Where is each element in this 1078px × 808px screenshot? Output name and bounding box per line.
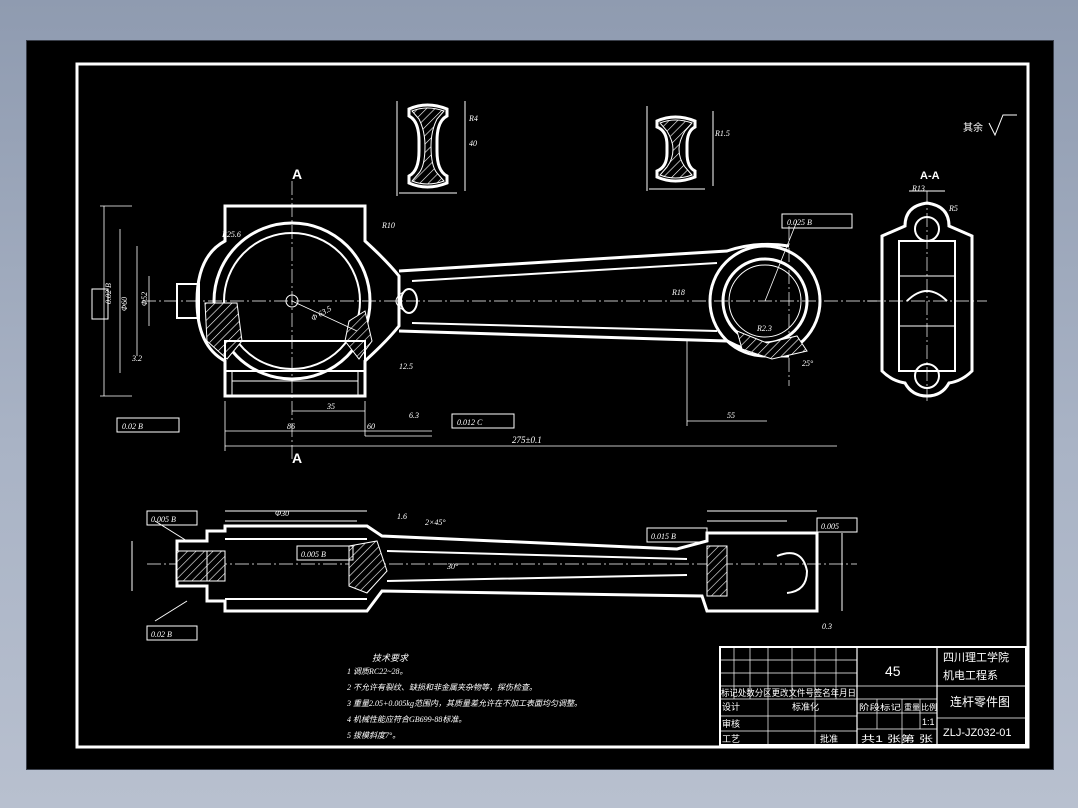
svg-text:0.012 C: 0.012 C — [457, 418, 483, 427]
tech-req-item: 2 不允许有裂纹、缺损和非金属夹杂物等，探伤检查。 — [347, 683, 537, 692]
svg-text:Φ60: Φ60 — [120, 297, 129, 311]
svg-text:设计: 设计 — [722, 701, 740, 712]
scale-value: 1:1 — [922, 717, 935, 727]
svg-text:Φ52: Φ52 — [140, 292, 149, 306]
tech-req-item: 5 拔模斜度7°。 — [347, 731, 400, 740]
svg-text:2×45°: 2×45° — [425, 518, 446, 527]
bottom-view — [131, 510, 857, 622]
svg-text:标准化: 标准化 — [792, 701, 819, 712]
roughness-symbol — [988, 114, 1017, 137]
svg-text:R10: R10 — [381, 221, 395, 230]
dimension-labels: 275±0.1 R25.6 R18 Φ60 Φ 63.5 Φ52 R10 R13… — [120, 114, 958, 631]
tech-req-item: 4 机械性能应符合GB699-88标准。 — [347, 715, 466, 724]
tolerance-frame: 0.012 C — [451, 413, 515, 429]
svg-text:共1 张第 张: 共1 张第 张 — [861, 733, 933, 744]
svg-text:30°: 30° — [446, 562, 459, 571]
svg-text:40: 40 — [469, 139, 477, 148]
tolerance-frame: 0.005 B — [146, 510, 198, 526]
svg-text:Φ 63.5: Φ 63.5 — [310, 304, 334, 323]
svg-text:0.02 B: 0.02 B — [122, 422, 143, 431]
roughness-note: 其余 — [963, 121, 983, 134]
svg-text:批准: 批准 — [820, 733, 838, 744]
outer-frame — [75, 62, 1030, 749]
tolerance-frame: 0.02 B — [116, 417, 180, 433]
svg-text:86: 86 — [287, 422, 295, 431]
svg-text:1.6: 1.6 — [397, 512, 407, 521]
svg-text:35: 35 — [326, 402, 335, 411]
svg-text:0.005 B: 0.005 B — [151, 515, 176, 524]
institution-line2: 机电工程系 — [943, 668, 998, 682]
svg-text:重量: 重量 — [904, 702, 920, 712]
cad-viewport[interactable]: A A A-A 其余 — [26, 40, 1054, 770]
svg-text:3.2: 3.2 — [131, 354, 142, 363]
institution-line1: 四川理工学院 — [943, 650, 1009, 664]
svg-text:0.3: 0.3 — [822, 622, 832, 631]
i-beam-section-left — [396, 101, 466, 196]
svg-text:比例: 比例 — [921, 702, 937, 712]
drawing-number: ZLJ-JZ032-01 — [943, 727, 1011, 739]
tolerance-frame: 0.015 B — [646, 527, 708, 543]
svg-text:0.005 B: 0.005 B — [301, 550, 326, 559]
side-section-view — [867, 190, 987, 401]
i-beam-section-right — [646, 106, 714, 191]
connecting-rod-drawing: A A A-A 其余 — [75, 62, 1030, 749]
revision-header: 标记处数分区更改文件号签名年月日 — [721, 687, 856, 698]
svg-text:R5: R5 — [948, 204, 958, 213]
tolerance-frame: 0.005 — [816, 517, 858, 533]
svg-text:R18: R18 — [671, 288, 685, 297]
svg-text:阶段标记: 阶段标记 — [859, 702, 901, 712]
tolerance-frames: 0.02 B 0.025 B 0.02 B 0.012 C 0.005 B 0.… — [91, 213, 858, 641]
front-view — [142, 181, 877, 461]
tolerance-frame: 0.02 B — [91, 283, 113, 320]
technical-requirements: 技术要求 1 调质RC22~28。 2 不允许有裂纹、缺损和非金属夹杂物等，探伤… — [346, 653, 582, 740]
svg-text:R25.6: R25.6 — [221, 230, 241, 239]
svg-text:R4: R4 — [468, 114, 478, 123]
tolerance-frame: 0.02 B — [146, 625, 198, 641]
svg-text:审核: 审核 — [722, 718, 740, 729]
svg-text:0.015 B: 0.015 B — [651, 532, 676, 541]
drawing-title: 连杆零件图 — [950, 694, 1010, 709]
svg-text:25°: 25° — [802, 359, 814, 368]
svg-text:6.3: 6.3 — [409, 411, 419, 420]
svg-text:55: 55 — [727, 411, 735, 420]
svg-text:R2.3: R2.3 — [756, 324, 772, 333]
svg-text:Φ30: Φ30 — [275, 509, 289, 518]
section-label-aa: A-A — [920, 170, 940, 182]
section-mark-bottom: A — [292, 450, 302, 466]
svg-text:R13: R13 — [911, 184, 925, 193]
svg-text:0.005: 0.005 — [821, 522, 839, 531]
tolerance-frame: 0.005 B — [296, 545, 354, 561]
svg-text:工艺: 工艺 — [722, 734, 740, 744]
svg-text:0.02 B: 0.02 B — [151, 630, 172, 639]
svg-text:0.02 B: 0.02 B — [104, 283, 113, 304]
title-block — [719, 646, 1027, 746]
tech-req-item: 1 调质RC22~28。 — [347, 667, 408, 676]
main-length-dimension: 275±0.1 — [512, 435, 542, 445]
title-block-text: 45 四川理工学院 机电工程系 连杆零件图 ZLJ-JZ032-01 1:1 标… — [721, 650, 1011, 744]
tolerance-frame: 0.025 B — [781, 213, 853, 229]
svg-text:0.025 B: 0.025 B — [787, 218, 812, 227]
tech-req-heading: 技术要求 — [372, 653, 409, 663]
tech-req-item: 3 重量2.05+0.005kg范围内，其质量差允许在不加工表面均匀调整。 — [346, 699, 582, 708]
svg-text:60: 60 — [367, 422, 375, 431]
svg-text:12.5: 12.5 — [399, 362, 413, 371]
svg-text:R1.5: R1.5 — [714, 129, 730, 138]
front-view-dimensions — [100, 205, 837, 451]
section-mark-top: A — [292, 166, 302, 182]
material-value: 45 — [885, 663, 901, 679]
